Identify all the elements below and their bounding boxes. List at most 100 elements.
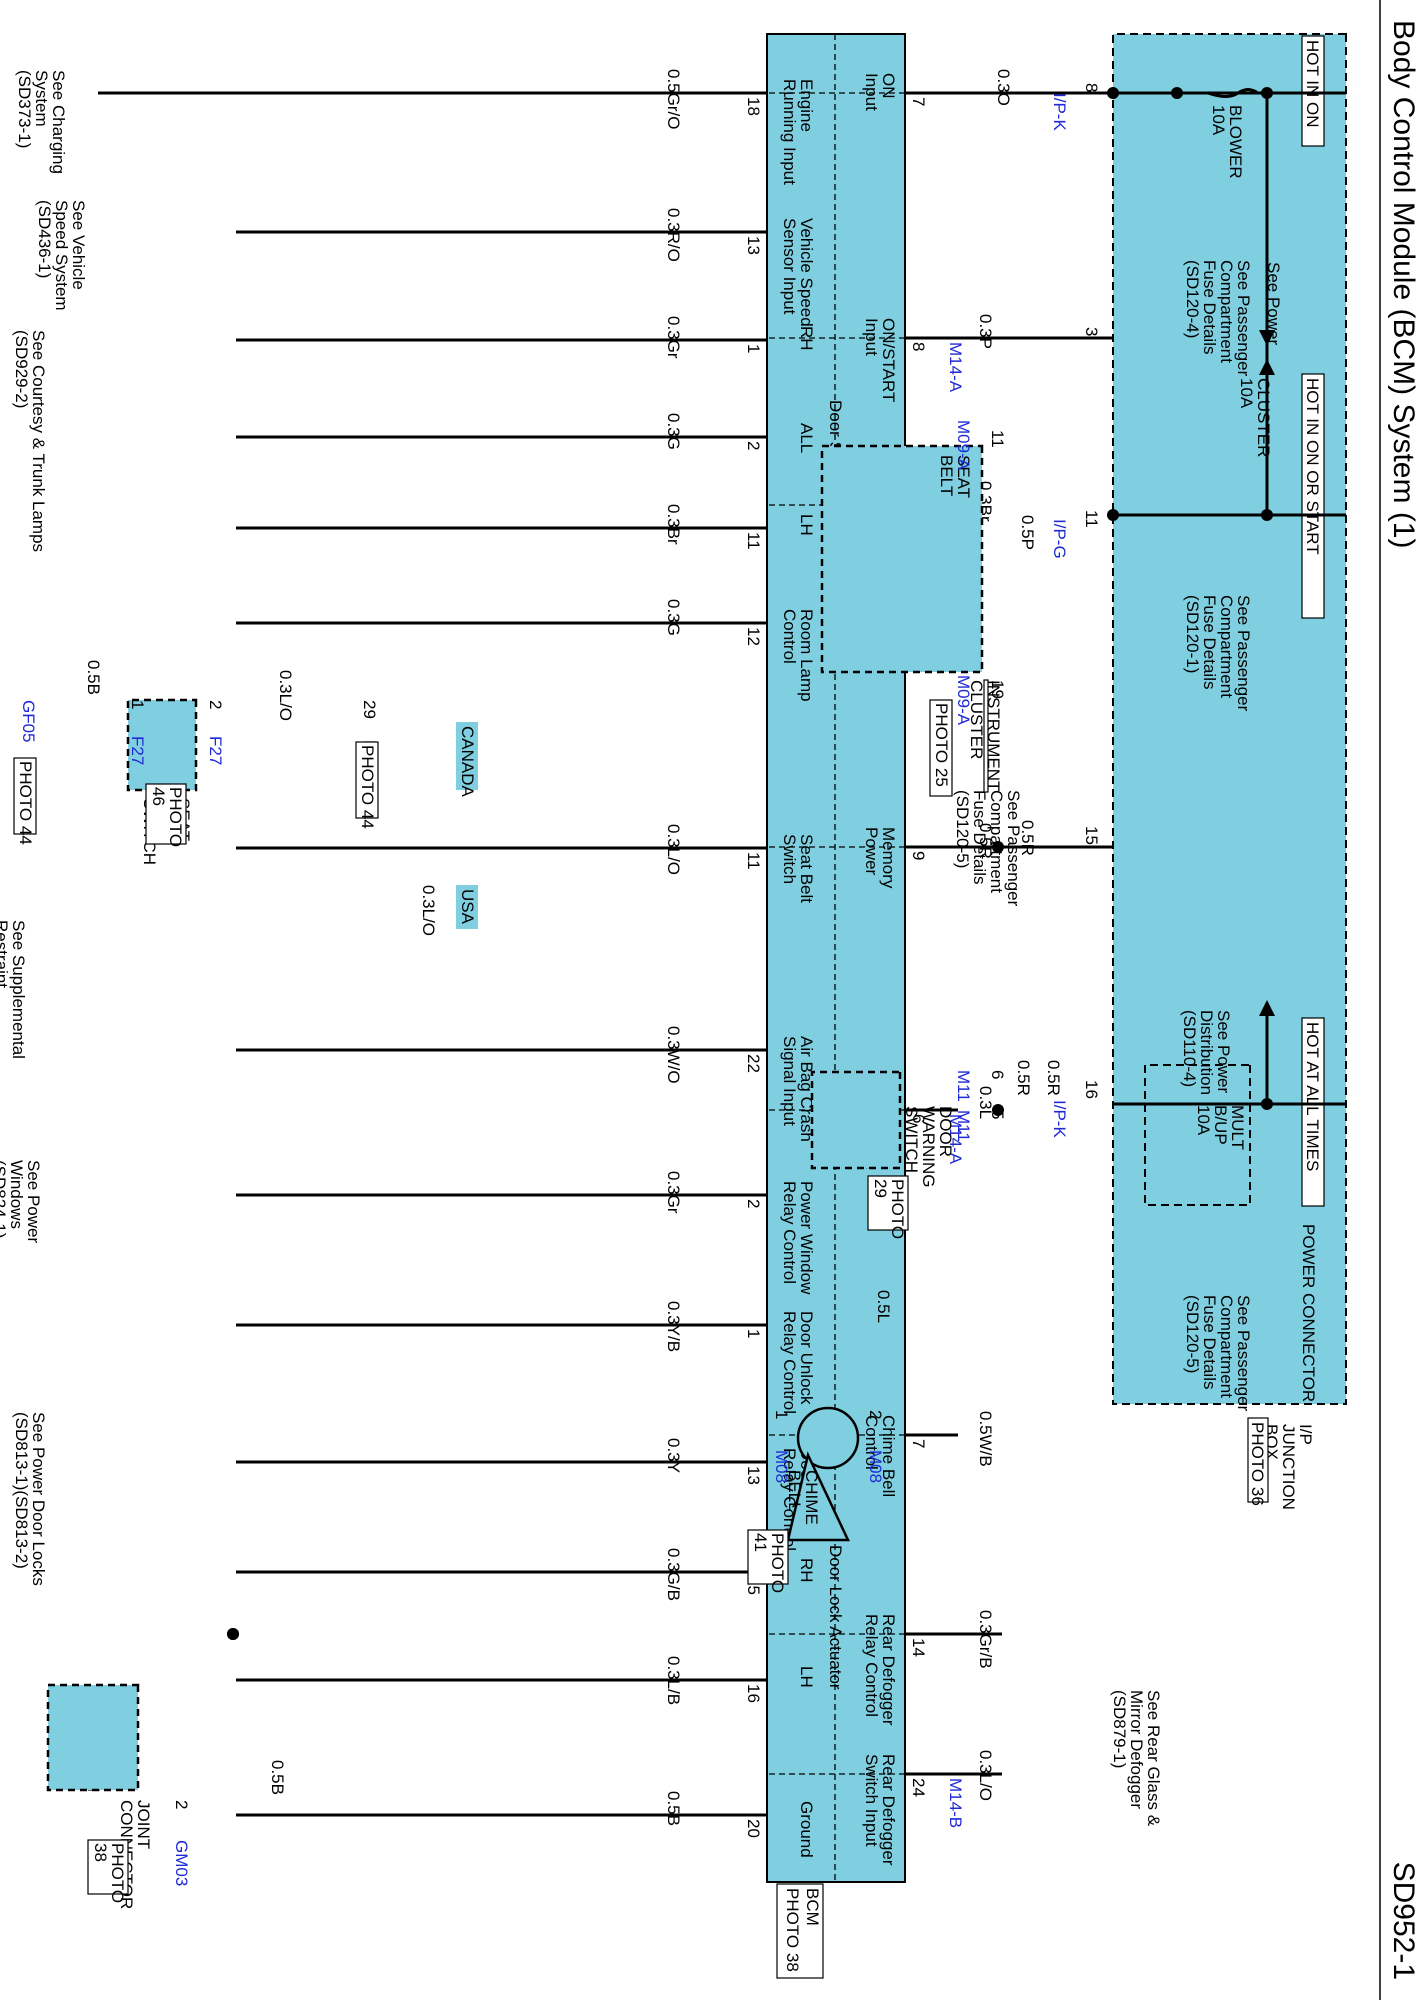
conn-f27-1: F27 <box>128 736 147 765</box>
wire-label-steer: 0.3L <box>976 1086 995 1119</box>
bcm-bottom-label: Door UnlockRelay Control <box>780 1311 816 1414</box>
wire-label-speed: 0.3R/O <box>664 208 683 262</box>
bcm-bottom-pin: 1 <box>744 344 763 353</box>
conn-m14b: M14-B <box>946 1778 965 1828</box>
ref-power-dist-2: See PowerDistribution(SD110-4) <box>1180 1010 1233 1095</box>
conn-m08-2: M08 <box>866 1450 885 1483</box>
conn-m11-2: M11 <box>954 1070 973 1102</box>
conn-m14a: M14-A <box>946 1114 965 1165</box>
chime-bell-photo: PHOTO41 <box>751 1533 787 1593</box>
jb-pin-8: 8 <box>1082 83 1101 92</box>
door-lock-actuator-label: Door Lock Actuator <box>826 1545 845 1690</box>
conn-ipk2: I/P-K <box>1050 1100 1069 1138</box>
pin-m08-1: 1 <box>772 1410 791 1419</box>
wire-label-unlock: 0.3Y/B <box>664 1301 683 1352</box>
jb-pin-16: 16 <box>1082 1080 1101 1099</box>
seat-belt-label: SEATBELT <box>937 455 973 498</box>
conn-f27-2: F27 <box>206 736 225 765</box>
bcm-top-label: MemoryPower <box>862 827 898 889</box>
bcm-bottom-pin: 20 <box>744 1819 763 1838</box>
bcm-top-pin: 9 <box>909 851 928 860</box>
wire-label-all: 0.3G <box>664 413 683 450</box>
bcm-top-pin: 24 <box>909 1778 928 1797</box>
pin-m09-19: 19 <box>988 680 1007 699</box>
ref-courtesy: See Courtesy & Trunk Lamps(SD929-2) <box>12 330 48 552</box>
wire-label-mem1: 0.5R <box>976 823 995 859</box>
components: See ChargingSystem(SD373-1)See VehicleSp… <box>0 70 1318 1909</box>
ip-jb-photo: PHOTO 36 <box>1248 1422 1267 1506</box>
bcm-bottom-pin: 16 <box>744 1684 763 1703</box>
bcm-bottom-pin: 12 <box>744 627 763 646</box>
wire-label-dlrh: 0.3G/B <box>664 1548 683 1601</box>
ip-junction-box <box>1112 33 1347 1405</box>
conn-m08-1: M08 <box>772 1450 791 1483</box>
bcm-bottom-label: RH <box>797 326 816 351</box>
chime-bell-label: CHIMEBELL <box>785 1470 821 1525</box>
option-canada: CANADA <box>458 726 477 798</box>
wire-label-gnd-sw: 0.5B <box>84 660 103 695</box>
ip-jb-name: I/PJUNCTIONBOX <box>1262 1424 1315 1510</box>
bcm-top-pin: 14 <box>909 1638 928 1657</box>
wire-label-chime-l: 0.5L <box>874 1290 893 1323</box>
door-warning-switch-box <box>810 1070 902 1170</box>
conn-m09a-2: M09-A <box>954 675 973 726</box>
ref-rear-glass: See Rear Glass &Mirror Defogger(SD879-1) <box>1110 1690 1163 1827</box>
door-warning-label: DOORWARNINGSWITCH <box>902 1106 955 1188</box>
wire-label-pw: 0.3Gr <box>664 1171 683 1214</box>
bcm-bottom-pin: 13 <box>744 1466 763 1485</box>
bcm-top-pin: 6 <box>909 1114 928 1123</box>
bcm-bottom-label: EngineRunning Input <box>780 79 816 185</box>
seat-belt-switch-photo: PHOTO46 <box>149 787 185 847</box>
ref-power-dist-1: See Power <box>1264 262 1283 345</box>
wire-label-gnd2: 0.5B <box>268 1760 287 1795</box>
option-usa: USA <box>458 889 477 925</box>
bcm-bottom-label: Room LampControl <box>780 609 816 702</box>
pin-m08-2: 2 <box>866 1410 885 1419</box>
wire-label-sbsw: 0.3L/O <box>664 824 683 875</box>
pin-f27-2: 2 <box>206 700 225 709</box>
door-warning-photo: PHOTO29 <box>871 1179 907 1239</box>
bcm-name: BCM <box>803 1888 822 1926</box>
conn-gf05: GF05 <box>19 700 38 743</box>
chime-bell-horn <box>786 1451 850 1542</box>
bcm-bottom-pin: 22 <box>744 1054 763 1073</box>
jb-pin-15: 15 <box>1082 826 1101 845</box>
ref-pass-fuse-1: See PassengerCompartmentFuse Details(SD1… <box>1183 260 1253 377</box>
wire-label-airbag: 0.3W/O <box>664 1026 683 1084</box>
bcm-bottom-pin: 11 <box>744 532 763 550</box>
conn-ipg: I/P-G <box>1050 519 1069 559</box>
wire-label-usa: 0.3L/O <box>419 885 438 936</box>
bus-label-hot-in-on: HOT IN ON <box>1303 40 1322 128</box>
bcm-bottom-label: Air Bag CrashSignal Input <box>780 1036 816 1142</box>
joint-connector-photo: PHOTO38 <box>91 1843 127 1903</box>
conn-gm03: GM03 <box>172 1840 191 1886</box>
jb-pin-3: 3 <box>1082 327 1101 336</box>
bcm-bottom-pin: 13 <box>744 236 763 255</box>
bcm-bottom-label: LH <box>797 514 816 536</box>
wire-label-rear1: 0.3Gr/B <box>976 1610 995 1669</box>
wire-label-rear2: 0.3L/O <box>976 1750 995 1801</box>
power-connector <box>1144 1064 1251 1206</box>
bcm-bottom-pin: 18 <box>744 97 763 116</box>
wire-label-onstart: 0.3P <box>976 314 995 349</box>
wire-label-sbsw2: 0.3L/O <box>276 670 295 721</box>
instrument-cluster-label: INSTRUMENTCLUSTER <box>967 680 1003 791</box>
bcm-bottom-pin: 1 <box>744 1329 763 1338</box>
bcm-photo: PHOTO 38 <box>783 1888 802 1972</box>
pin-m11-6: 6 <box>988 1070 1007 1079</box>
ref-power-windows: See PowerWindows(SD824-1) <box>0 1160 43 1243</box>
wire-label-lock: 0.3Y <box>664 1438 683 1473</box>
wire-label-dws1: 0.5R <box>1014 1060 1033 1096</box>
chime-bell-circle <box>796 1406 860 1470</box>
ref-door-locks: See Power Door Locks(SD813-1)(SD813-2) <box>12 1412 48 1586</box>
jb-pin-11: 11 <box>1082 510 1101 528</box>
page-title: Body Control Module (BCM) System (1) <box>1387 20 1420 549</box>
mf01-photo: PHOTO 44 <box>358 745 377 829</box>
bcm-top-pin: 7 <box>909 97 928 106</box>
bcm-bottom-pin: 2 <box>744 1199 763 1208</box>
fuse-cluster: CLUSTER10A <box>1237 378 1273 457</box>
pin-f27-1: 1 <box>128 700 147 709</box>
pin-mf01-29: 29 <box>360 700 379 719</box>
